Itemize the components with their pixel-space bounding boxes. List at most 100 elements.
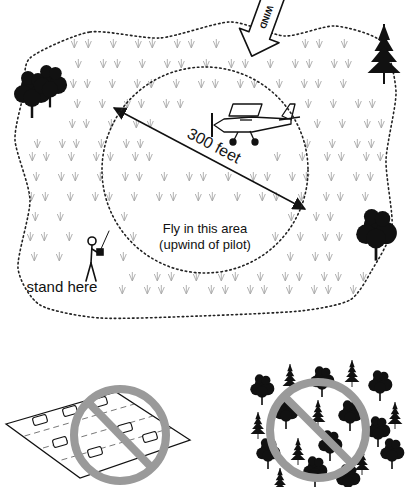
grass-tuft: [222, 285, 228, 294]
grass-tuft: [276, 79, 282, 88]
car: [32, 414, 48, 426]
grass-tuft: [42, 192, 48, 201]
grass-tuft: [345, 59, 351, 68]
grass-tuft: [59, 139, 65, 148]
grass-tuft: [316, 39, 322, 48]
grass-tuft: [57, 212, 63, 221]
grass-tuft: [186, 172, 192, 181]
grass-tuft: [85, 39, 91, 48]
airplane: [212, 104, 300, 145]
grass-tuft: [148, 79, 154, 88]
grass-tuft: [149, 39, 155, 48]
grass-tuft: [327, 212, 333, 221]
grass-tuft: [131, 192, 137, 201]
grass-tuft: [100, 59, 106, 68]
grass-tuft: [67, 192, 73, 201]
grass-tuft: [228, 59, 234, 68]
grass-tuft: [73, 139, 79, 148]
grass-tuft: [323, 192, 329, 201]
grass-tuft: [367, 172, 373, 181]
grass-tuft: [354, 139, 360, 148]
grass-tuft: [313, 212, 319, 221]
grass-tuft: [225, 172, 231, 181]
grass-tuft: [135, 39, 141, 48]
grass-tuft: [326, 252, 332, 261]
grass-tuft: [242, 59, 248, 68]
grass-tuft: [170, 192, 176, 201]
grass-tuft: [303, 172, 309, 181]
wind-arrow: [232, 0, 295, 63]
grass-tuft: [129, 272, 135, 281]
grass-tuft: [120, 252, 126, 261]
grass-tuft: [168, 272, 174, 281]
grass-tuft: [329, 139, 335, 148]
grass-tuft: [114, 59, 120, 68]
grass-tuft: [288, 212, 294, 221]
grass-tuft: [31, 252, 37, 261]
prohibition-sign: [74, 389, 166, 481]
grass-tuft: [154, 272, 160, 281]
grass-tuft: [306, 59, 312, 68]
grass-tuft: [98, 139, 104, 148]
grass-tuft: [287, 252, 293, 261]
grass-tuft: [132, 152, 138, 161]
grass-tuft: [234, 192, 240, 201]
grass-tuft: [178, 59, 184, 68]
grass-tuft: [378, 119, 384, 128]
grass-tuft: [177, 99, 183, 108]
grass-tuft: [69, 119, 75, 128]
car: [52, 436, 68, 448]
grass-tuft: [311, 285, 317, 294]
grass-tuft: [339, 119, 345, 128]
grass-tuft: [188, 39, 194, 48]
grass-tuft: [84, 79, 90, 88]
grass-tuft: [27, 232, 33, 241]
grass-tuft: [302, 39, 308, 48]
trees: [14, 24, 401, 261]
grass-tuft: [289, 172, 295, 181]
grass-tuft: [272, 232, 278, 241]
grass-tuft: [321, 272, 327, 281]
grass-tuft: [34, 139, 40, 148]
grass-tuft: [109, 79, 115, 88]
grass-tuft: [72, 172, 78, 181]
grass-tuft: [212, 79, 218, 88]
grass-tuft: [341, 39, 347, 48]
grass-tuft: [83, 119, 89, 128]
grass-tuft: [92, 192, 98, 201]
grass-tuft: [68, 152, 74, 161]
grass-tuft: [350, 285, 356, 294]
grass-tuft: [247, 285, 253, 294]
grass-tuft: [163, 99, 169, 108]
grass-tuft: [377, 152, 383, 161]
grass-tuft: [119, 285, 125, 294]
grass-tuft: [173, 79, 179, 88]
grass-tuft: [337, 192, 343, 201]
grass-tuft: [324, 152, 330, 161]
grass-tuft: [261, 285, 267, 294]
grass-tuft: [158, 285, 164, 294]
grass-tuft: [336, 232, 342, 241]
grass-tuft: [33, 172, 39, 181]
grass-tuft: [41, 232, 47, 241]
grass-tuft: [364, 119, 370, 128]
grass-tuft: [164, 59, 170, 68]
grass-tuft: [74, 99, 80, 108]
grass-tuft: [360, 272, 366, 281]
grass-tuft: [305, 99, 311, 108]
grass-tuft: [144, 285, 150, 294]
grass-tuft: [123, 139, 129, 148]
grass-tuft: [296, 272, 302, 281]
grass-tuft: [259, 192, 265, 201]
grass-tuft: [108, 119, 114, 128]
grass-tuft: [297, 232, 303, 241]
grass-tuft: [362, 192, 368, 201]
grass-tuft: [322, 232, 328, 241]
grass-tuft: [369, 99, 375, 108]
grass-tuft: [353, 172, 359, 181]
prohibition-sign: [270, 382, 366, 478]
grass-tuft: [335, 272, 341, 281]
grass-tuft: [107, 152, 113, 161]
pilot-position-label: stand here: [27, 279, 98, 294]
grass-tuft: [328, 172, 334, 181]
